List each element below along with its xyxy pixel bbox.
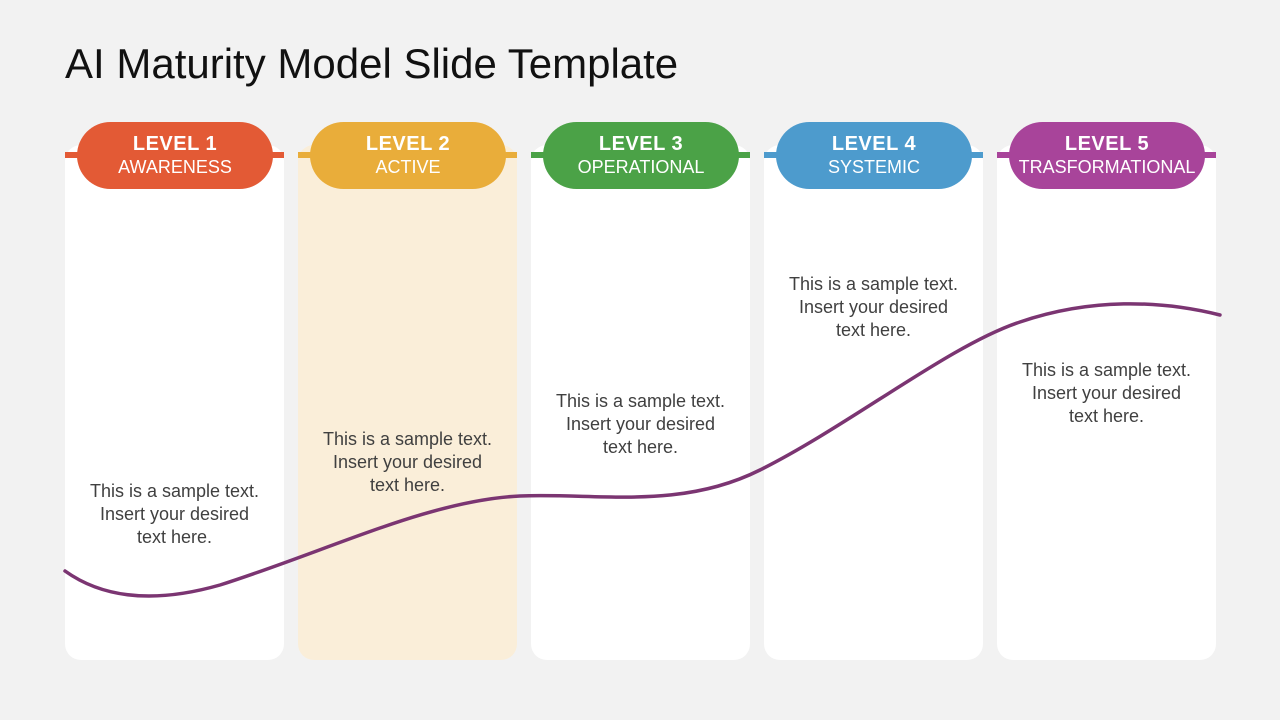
level-4-text-line-3: text here. (835, 320, 912, 340)
slide-title: AI Maturity Model Slide Template (65, 40, 679, 87)
level-3-text-line-2: Insert your desired (565, 414, 716, 434)
level-1-text-line-2: Insert your desired (99, 504, 250, 524)
level-3-name: OPERATIONAL (577, 157, 705, 177)
level-5-label: LEVEL 5 (1064, 133, 1150, 155)
level-4-column (764, 145, 983, 660)
level-2-badge: LEVEL 2 ACTIVE (310, 122, 506, 189)
level-3-text-line-1: This is a sample text. (555, 391, 726, 411)
level-4-badge: LEVEL 4 SYSTEMIC (776, 122, 972, 189)
level-4-name: SYSTEMIC (827, 157, 920, 177)
level-2-label: LEVEL 2 (365, 133, 451, 155)
level-1-name: AWARENESS (118, 157, 232, 177)
level-5-description: This is a sample text. Insert your desir… (997, 359, 1216, 428)
level-3-description: This is a sample text. Insert your desir… (531, 390, 750, 459)
level-4-label: LEVEL 4 (831, 133, 917, 155)
level-2-description: This is a sample text. Insert your desir… (298, 428, 517, 497)
level-1-text-line-1: This is a sample text. (89, 481, 260, 501)
level-5-text-line-2: Insert your desired (1031, 383, 1182, 403)
level-4-text-line-1: This is a sample text. (788, 274, 959, 294)
level-5-name: TRASFORMATIONAL (1018, 157, 1196, 177)
level-4-description: This is a sample text. Insert your desir… (764, 273, 983, 342)
level-3-text-line-3: text here. (602, 437, 679, 457)
level-3-badge: LEVEL 3 OPERATIONAL (543, 122, 739, 189)
level-2-column (298, 145, 517, 660)
level-2-text-line-1: This is a sample text. (322, 429, 493, 449)
level-4-text-line-2: Insert your desired (798, 297, 949, 317)
level-1-badge: LEVEL 1 AWARENESS (77, 122, 273, 189)
level-3-label: LEVEL 3 (598, 133, 684, 155)
level-1-column (65, 145, 284, 660)
level-5-badge: LEVEL 5 TRASFORMATIONAL (1009, 122, 1205, 189)
level-2-name: ACTIVE (375, 157, 441, 177)
level-1-text-line-3: text here. (136, 527, 213, 547)
level-1-description: This is a sample text. Insert your desir… (65, 480, 284, 549)
level-5-text-line-3: text here. (1068, 406, 1145, 426)
level-5-text-line-1: This is a sample text. (1021, 360, 1192, 380)
level-1-label: LEVEL 1 (132, 133, 218, 155)
level-2-text-line-3: text here. (369, 475, 446, 495)
level-2-text-line-2: Insert your desired (332, 452, 483, 472)
